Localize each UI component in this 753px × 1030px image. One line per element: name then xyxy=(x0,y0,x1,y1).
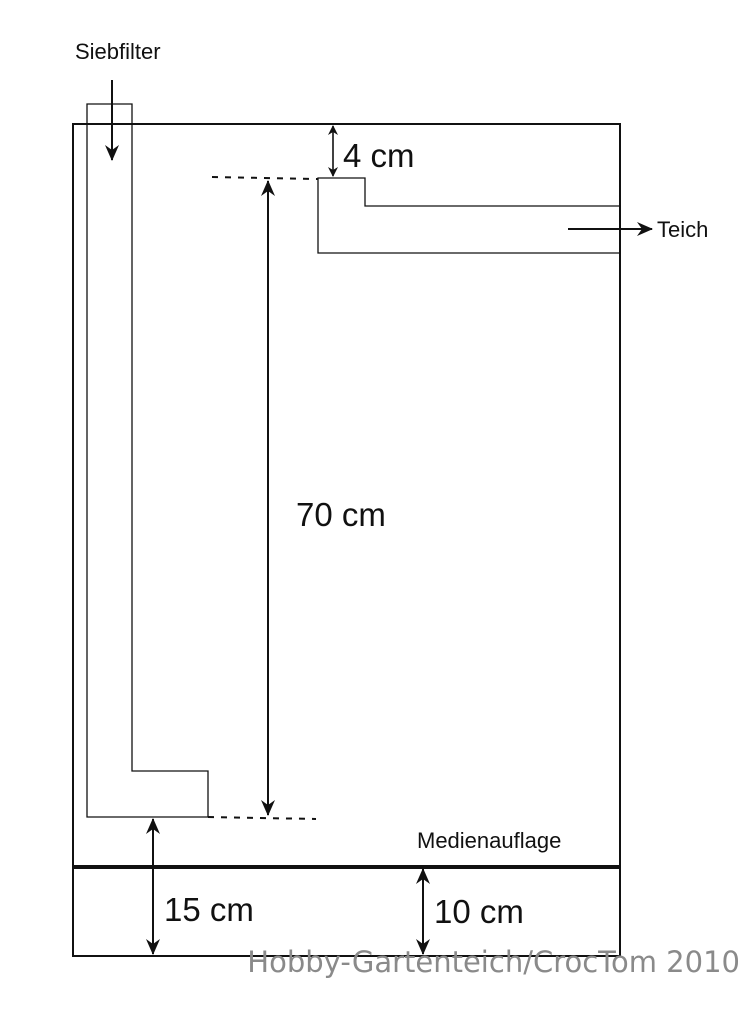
label-height-main: 70 cm xyxy=(296,496,386,533)
label-media-support: Medienauflage xyxy=(417,828,561,853)
label-gap-top: 4 cm xyxy=(343,137,415,174)
dashed-level-top xyxy=(211,176,319,180)
label-height-bottom: 15 cm xyxy=(164,891,254,928)
outlet-pipe xyxy=(317,177,621,254)
label-sieve-filter: Siebfilter xyxy=(75,39,161,64)
inlet-pipe xyxy=(86,103,209,818)
label-pond: Teich xyxy=(657,217,708,242)
label-height-media: 10 cm xyxy=(434,893,524,930)
dashed-level-bottom xyxy=(207,816,317,820)
watermark-credit: Hobby-Gartenteich/CrocTom 2010 xyxy=(247,945,740,979)
filter-tank-outline xyxy=(72,123,621,957)
